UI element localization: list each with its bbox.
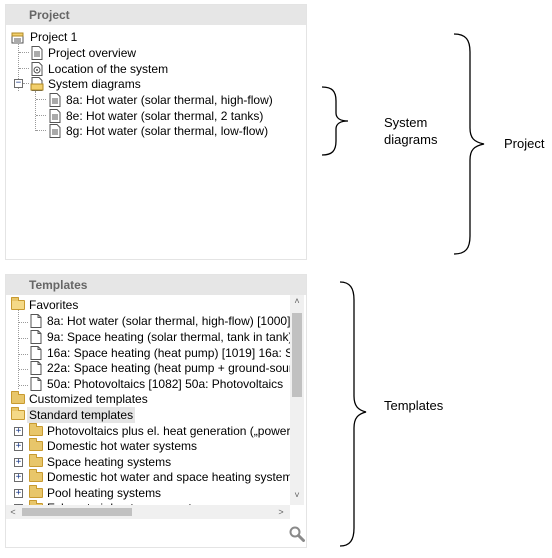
expand-toggle[interactable]: + (14, 426, 23, 436)
horizontal-scroll-thumb[interactable] (22, 508, 132, 516)
tree-label: Favorites (29, 298, 79, 312)
folder-icon (29, 423, 43, 436)
expand-toggle[interactable]: + (14, 472, 23, 482)
annotation-project: Project (504, 136, 545, 151)
annotation-system-diagrams-line2: diagrams (384, 132, 438, 147)
folder-icon (29, 469, 43, 482)
expand-toggle[interactable]: + (14, 488, 23, 498)
tree-label: Customized templates (29, 392, 148, 406)
annotation-templates: Templates (384, 398, 444, 413)
document-icon (30, 346, 42, 360)
document-icon (49, 124, 61, 138)
folder-icon (29, 438, 43, 451)
tree-label: 50a: Photovoltaics [1082] 50a: Photovolt… (47, 377, 284, 391)
tree-label: Location of the system (48, 62, 169, 76)
tree-label: Pool heating systems (47, 486, 162, 500)
document-icon (31, 46, 43, 60)
expand-toggle[interactable]: + (14, 441, 23, 451)
folder-icon (29, 454, 43, 467)
folder-icon (11, 391, 25, 404)
folder-open-icon (11, 297, 25, 310)
vertical-scroll-thumb[interactable] (292, 313, 302, 397)
location-icon (31, 62, 43, 76)
templates-panel: Templates Favorites 8a: Hot water (solar… (5, 274, 307, 548)
tree-label: Project overview (48, 46, 137, 60)
expand-toggle[interactable]: + (14, 457, 23, 467)
magnifier-icon[interactable] (289, 526, 305, 542)
tree-label: 8g: Hot water (solar thermal, low-flow) (66, 124, 269, 138)
folder-document-icon (30, 77, 44, 91)
system-diagrams-brace (321, 86, 349, 156)
tree-label: Space heating systems (47, 455, 172, 469)
document-icon (30, 361, 42, 375)
templates-panel-header: Templates (6, 275, 306, 295)
folder-open-icon (11, 407, 25, 420)
scroll-left-icon[interactable]: < (10, 507, 16, 517)
annotation-system-diagrams: System diagrams (384, 114, 437, 148)
scroll-up-icon[interactable]: ˄ (294, 296, 300, 306)
horizontal-scrollbar[interactable]: < > (6, 505, 290, 519)
tree-label: 22a: Space heating (heat pump + ground-s… (47, 361, 293, 375)
tree-label: 8a: Hot water (solar thermal, high-flow) (66, 93, 273, 107)
scroll-right-icon[interactable]: > (278, 507, 284, 517)
tree-label: System diagrams (48, 77, 141, 91)
document-icon (30, 330, 42, 344)
project-panel: Project Project 1 (5, 4, 307, 260)
folder-icon (29, 485, 43, 498)
document-icon (30, 314, 42, 328)
tree-label: 8a: Hot water (solar thermal, high-flow)… (47, 314, 291, 328)
document-icon (49, 93, 61, 107)
vertical-scrollbar[interactable]: ˄ ˅ (290, 295, 304, 505)
templates-brace (339, 281, 367, 547)
document-icon (30, 377, 42, 391)
scroll-down-icon[interactable]: ˅ (294, 490, 300, 500)
annotation-system-diagrams-line1: System (384, 115, 428, 130)
tree-label: Photovoltaics plus el. heat generation (… (47, 424, 291, 438)
tree-label: Domestic hot water systems (47, 439, 198, 453)
tree-label-selected: Standard templates (27, 407, 136, 423)
tree-label: 9a: Space heating (solar thermal, tank i… (47, 330, 293, 344)
project-panel-header: Project (6, 5, 306, 25)
project-document-icon (11, 32, 24, 44)
project-brace (453, 33, 485, 255)
templates-tree: Favorites 8a: Hot water (solar thermal, … (6, 295, 306, 519)
document-icon (49, 109, 61, 123)
tree-label: 8e: Hot water (solar thermal, 2 tanks) (66, 109, 264, 123)
collapse-toggle[interactable]: − (14, 78, 23, 88)
tree-label: Project 1 (30, 30, 78, 44)
tree-label: 16a: Space heating (heat pump) [1019] 16… (47, 346, 294, 360)
tree-label: Domestic hot water and space heating sys… (47, 470, 299, 484)
